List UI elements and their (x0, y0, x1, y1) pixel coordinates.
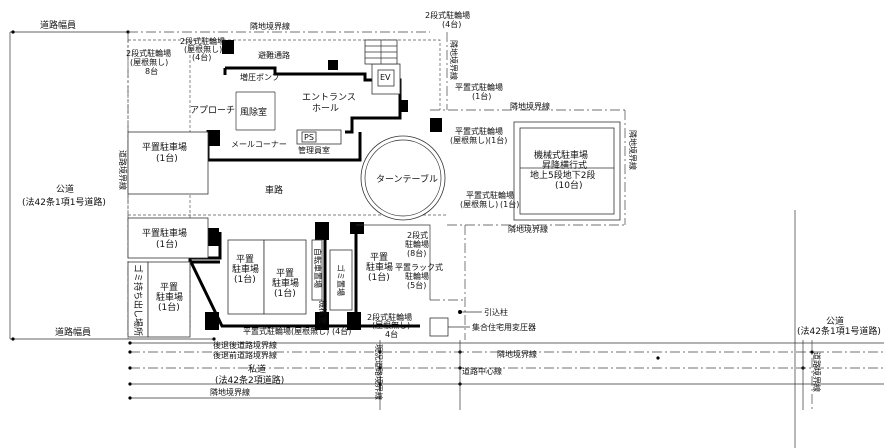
bike-top-1: 2段式駐輪場 (425, 10, 470, 20)
flat-parking-a-1: 平置 (160, 282, 178, 293)
mech-parking-label-3: 地上5段地下2段 (530, 169, 595, 181)
bike-flat-1n: (1台) (472, 91, 491, 101)
mail-corner-label: メールコーナー (231, 140, 287, 149)
flat-parking-b-1: 平置 (236, 254, 254, 265)
road-width-top-label: 道路幅員 (40, 19, 76, 31)
mech-parking-label-1: 機械式駐車場 (534, 149, 588, 161)
bike-flat-3a: (屋根無し) (460, 199, 498, 209)
booster-pump-label: 増圧ポンプ (240, 72, 280, 82)
garbage-room-label: ゴミ置場 (336, 264, 346, 296)
boundary-bottom-label: 隣地境界線 (210, 387, 250, 397)
flat-parking-a-3: (1台) (158, 301, 180, 313)
flat-parking-c-2: 駐車場 (272, 277, 299, 289)
bike-top-3: 2段式駐輪場 (126, 48, 171, 58)
flat-parking-c-3: (1台) (274, 287, 296, 299)
bike-flat-2n: (1台) (488, 135, 507, 145)
boundary-right-upper-label: 隣地境界線 (449, 40, 459, 80)
garbage-takeout-label: ゴミ持ち出し場所 (132, 264, 144, 336)
mech-booth-2: 機械室 (318, 300, 328, 324)
flat-parking-left2-label: 平置駐車場 (142, 227, 187, 239)
bike-flat-1: 平置式駐輪場 (455, 82, 503, 92)
bike-top-2n: (4台) (192, 52, 211, 62)
road-centerline-label: 道路中心線 (462, 366, 502, 376)
manager-room-label: 管理員室 (298, 145, 330, 155)
bike-rack-1: 平置ラック式 (395, 262, 443, 272)
flat-parking-c-1: 平置 (276, 268, 294, 279)
flat-parking-d-2: 駐車場 (366, 261, 393, 273)
entrance-hall-label: エントランス (302, 92, 356, 103)
boundary-right-mid-label: 隣地境界線 (510, 101, 550, 111)
flat-parking-b-3: (1台) (234, 273, 256, 285)
bike-bottom-n: (4台) (332, 326, 351, 336)
boundary-road-right-label: 道路境界線 (812, 352, 822, 392)
bike-top-2: 2段式駐輪場 (180, 36, 225, 46)
bike-top-3n: 8台 (145, 66, 158, 76)
driveway-label: 車路 (265, 184, 283, 196)
lower-parking-walls (188, 224, 431, 328)
boundary-right-lower-label: 隣地境界線 (508, 224, 548, 234)
bike-top-2a: (屋根無し) (184, 44, 222, 54)
public-road-right-sub: (法42条1項1号道路) (797, 325, 881, 337)
boundary-lines (9, 30, 884, 448)
flat-parking-b-2: 駐車場 (232, 263, 259, 275)
bike-top-3a: (屋根無し) (130, 57, 168, 67)
mech-parking (513, 121, 621, 221)
mech-parking-label-4: (10台) (555, 179, 582, 191)
flat-parking-d-1: 平置 (370, 252, 388, 263)
boundary-road-left-label: 道路境界線 (118, 150, 128, 190)
mech-parking-label-2: 昇降横行式 (542, 159, 587, 171)
bike-bottom-2a: (屋根無し) (372, 320, 410, 330)
setback-boundary-label: 後退前道路境界線 (213, 350, 277, 360)
ev-label: EV (380, 73, 391, 82)
ps-label: PS (304, 133, 314, 142)
bike-2tier-mid-n: (8台) (407, 248, 426, 258)
mech-booth-label: 自転車置場 (313, 248, 323, 288)
boundary-bottom-right-label: 隣地境界線 (497, 349, 537, 359)
bike-bottom: 平置式駐輪場(屋根無し) (243, 326, 329, 336)
bike-flat-3n: (1台) (500, 199, 519, 209)
boundary-right-far-label: 隣地境界線 (628, 130, 638, 170)
bike-rack-2: 駐輪場 (405, 271, 429, 281)
flat-parking-left-count: (1台) (156, 152, 178, 164)
evac-path-label: 避難通路 (258, 50, 290, 60)
lead-in-pole-label: 引込柱 (484, 307, 508, 317)
road-width-bottom-label: 道路幅員 (55, 326, 91, 338)
windbreak-label: 風除室 (240, 106, 267, 118)
setback-road-label: 後退後道路境界線 (213, 340, 277, 350)
bike-bottom-2n: 4台 (385, 329, 398, 339)
approach-label: アプローチ (190, 105, 235, 116)
bike-bottom-2: 2段式駐輪場 (367, 312, 412, 322)
turntable-label: ターンテーブル (376, 173, 438, 185)
turntable (360, 135, 446, 221)
boundary-top-label: 隣地境界線 (250, 21, 290, 31)
bike-top-1n: (4台) (442, 19, 461, 29)
bike-flat-2: 平置式駐輪場 (455, 126, 503, 136)
bike-flat-3: 平置式駐輪場 (466, 190, 514, 200)
entrance-hall-label-2: ホール (312, 103, 339, 114)
bike-2tier-mid-1: 2段式 (407, 230, 428, 240)
stairs (364, 39, 398, 65)
flat-parking-left2-count: (1台) (156, 238, 178, 250)
bike-flat-2a: (屋根無し) (450, 135, 488, 145)
bike-2tier-mid-2: 駐輪場 (405, 239, 429, 249)
flat-parking-a-2: 駐車場 (156, 291, 183, 303)
public-road-left-sub: (法42条1項1号道路) (22, 196, 106, 208)
current-road-boundary-label: 現況道路境界線 (374, 344, 384, 400)
public-road-right-label: 公道 (826, 315, 844, 327)
public-road-left-label: 公道 (56, 183, 74, 195)
private-road-sub: (法42条2項道路) (215, 374, 284, 386)
bike-rack-n: (5台) (407, 280, 426, 290)
private-road-label: 私道 (248, 363, 266, 375)
flat-parking-left-label: 平置駐車場 (142, 141, 187, 153)
transformer-label: 集合住宅用変圧器 (472, 322, 536, 332)
flat-parking-d-3: (1台) (368, 271, 390, 283)
